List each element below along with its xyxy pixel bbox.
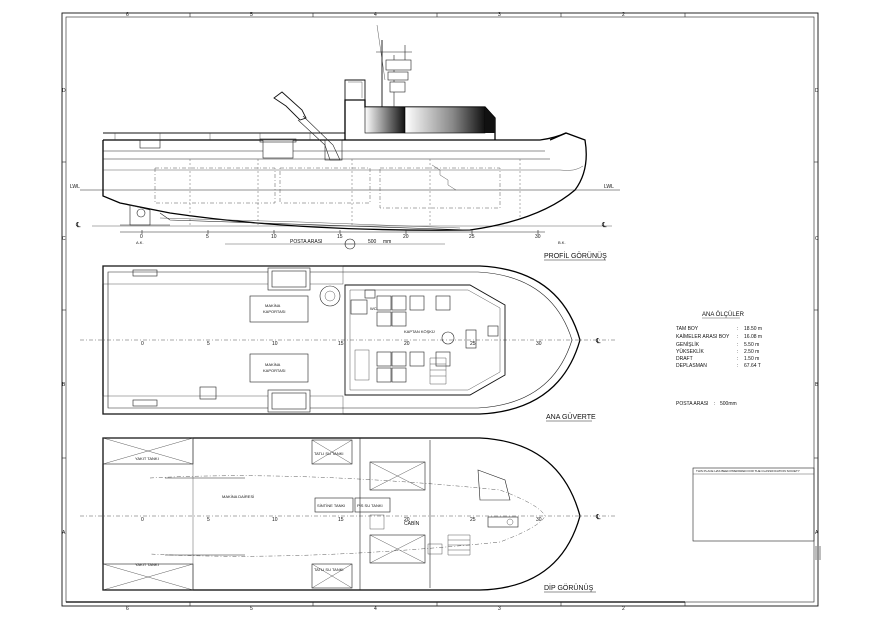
zone-right-label: D (815, 88, 819, 94)
posta-unit: mm (383, 239, 391, 245)
bilge-tank-label: SİNTİNE TANKI (317, 503, 345, 508)
spec-value: 5.50 m (744, 342, 759, 348)
profile-view-title: PROFİL GÖRÜNÜŞ (544, 251, 607, 260)
deck-view-title: ANA GÜVERTE (546, 413, 596, 421)
zone-bottom-label: 3 (498, 606, 501, 612)
zone-left-label: A (62, 530, 66, 536)
profile-frame-label: 25 (469, 234, 475, 240)
zone-top-label: 3 (498, 12, 501, 18)
baseline-symbol-left: ℄ (75, 222, 81, 229)
profile-view: LWL LWL ℄ ℄ (70, 24, 620, 261)
profile-frame-label: 0 (140, 234, 143, 240)
specs-title: ANA ÖLÇÜLER (702, 311, 745, 318)
deck-frame-label: 10 (272, 341, 278, 347)
sheet-border (61, 12, 819, 607)
fresh-tank-1-label: TATLI SU TANKI (314, 451, 344, 456)
posta-value: 500 (368, 239, 377, 245)
cabin-label: CABİN (404, 520, 420, 527)
spec-value: 16.08 m (744, 334, 762, 340)
zone-left-label: B (62, 382, 66, 388)
deck-frame-label: 25 (470, 341, 476, 347)
profile-frame-label: 30 (535, 234, 541, 240)
spec-label: DRAFT (676, 356, 693, 362)
deck-centerline-symbol: ℄ (595, 338, 601, 345)
zone-top-label: 6 (126, 12, 129, 18)
spec-label: DEPLASMAN (676, 363, 707, 369)
bottom-view-title: DİP GÖRÜNÜŞ (544, 583, 594, 592)
title-block: THIS PLACE HAS BEEN PREPARED FOR THE CLA… (692, 467, 821, 560)
machinery-casing-1-label: MAKİNA (265, 303, 281, 308)
spec-colon: : (737, 349, 738, 355)
spec-colon: : (737, 363, 738, 369)
bottom-frame-label: 0 (141, 517, 144, 523)
zone-right-label: B (815, 382, 819, 388)
zone-left-label: D (62, 88, 66, 94)
deck-frame-label: 5 (207, 341, 210, 347)
zone-top-label: 5 (250, 12, 253, 18)
spec-label: KAİMELER ARASI BOY (676, 333, 730, 340)
zone-left-label: C (62, 236, 66, 242)
spec-label: TAM BOY (676, 326, 699, 332)
spec-value: 2.50 m (744, 349, 759, 355)
zone-labels: 6 5 4 3 2 6 5 4 3 2 D C B A D C B A (62, 12, 819, 612)
spec-colon: : (737, 326, 738, 332)
zone-top-label: 4 (374, 12, 377, 18)
fresh-tank-2-label: TATLI SU TANKI (314, 567, 344, 572)
machinery-casing-1-label: KAPORTASI (263, 309, 286, 314)
zone-top-label: 2 (622, 12, 625, 18)
profile-frame-label: 5 (206, 234, 209, 240)
profile-frame-label: 15 (337, 234, 343, 240)
baseline-symbol-right: ℄ (601, 222, 607, 229)
deck-frame-label: 30 (536, 341, 542, 347)
engine-room-label: MAKİNA DAİRESİ (222, 494, 254, 499)
zone-bottom-label: 5 (250, 606, 253, 612)
deck-frame-label: 0 (141, 341, 144, 347)
main-dimensions-table: ANA ÖLÇÜLER TAM BOY : 18.50 m KAİMELER A… (676, 311, 762, 407)
lwl-label-left: LWL (70, 184, 80, 190)
forward-perpendicular-marker: B.K. (558, 240, 566, 245)
grey-water-tank-label: PİS SU TANKI (357, 503, 383, 508)
spec-label: YÜKSEKLİK (676, 348, 704, 355)
zone-right-label: C (815, 236, 819, 242)
aft-perpendicular-marker: A.K. (136, 240, 144, 245)
fuel-tank-2-label: YAKIT TANKI (135, 562, 159, 567)
spec-colon: : (737, 334, 738, 340)
machinery-casing-2-label: MAKİNA (265, 362, 281, 367)
bottom-frame-label: 25 (470, 517, 476, 523)
posta-arasi-label: POSTA ARASI (290, 239, 322, 245)
bottom-view: ℄ YAKIT TANKI YAKIT TANKI TATLI SU TANKI… (80, 437, 615, 593)
bottom-frame-label: 15 (338, 517, 344, 523)
zone-right-label: A (815, 530, 819, 536)
posta-label: POSTA ARASI (676, 401, 708, 407)
bottom-frame-label: 20 (404, 517, 410, 523)
spec-value: 1.50 m (744, 356, 759, 362)
profile-frame-label: 10 (271, 234, 277, 240)
zone-bottom-label: 4 (374, 606, 377, 612)
wheelhouse-label: KAPTAN KÖŞKÜ (404, 329, 435, 334)
bottom-frame-label: 10 (272, 517, 278, 523)
spec-value: 18.50 m (744, 326, 762, 332)
profile-frame-ticks (141, 230, 539, 234)
spec-colon: : (737, 356, 738, 362)
bottom-centerline-symbol: ℄ (595, 514, 601, 521)
machinery-casing-2-label: KAPORTASI (263, 368, 286, 373)
deck-frame-label: 20 (404, 341, 410, 347)
zone-bottom-label: 2 (622, 606, 625, 612)
spec-value: 67.64 T (744, 363, 761, 369)
fuel-tank-1-label: YAKIT TANKI (135, 456, 159, 461)
posta-value: 500mm (720, 401, 737, 407)
main-deck-view: ℄ MAKİNA KAPORTASI MAKİNA KAPORTASI (80, 265, 615, 422)
profile-frame-label: 20 (403, 234, 409, 240)
bottom-frame-label: 5 (207, 517, 210, 523)
bottom-frame-label: 30 (536, 517, 542, 523)
spec-colon: : (714, 401, 715, 407)
deck-frame-label: 15 (338, 341, 344, 347)
spec-label: GENİŞLİK (676, 341, 700, 348)
zone-bottom-label: 6 (126, 606, 129, 612)
spec-colon: : (737, 342, 738, 348)
wc-label: WC (370, 306, 377, 311)
lwl-label-right: LWL (604, 184, 614, 190)
title-block-note: THIS PLACE HAS BEEN PREPARED FOR THE CLA… (696, 469, 800, 473)
